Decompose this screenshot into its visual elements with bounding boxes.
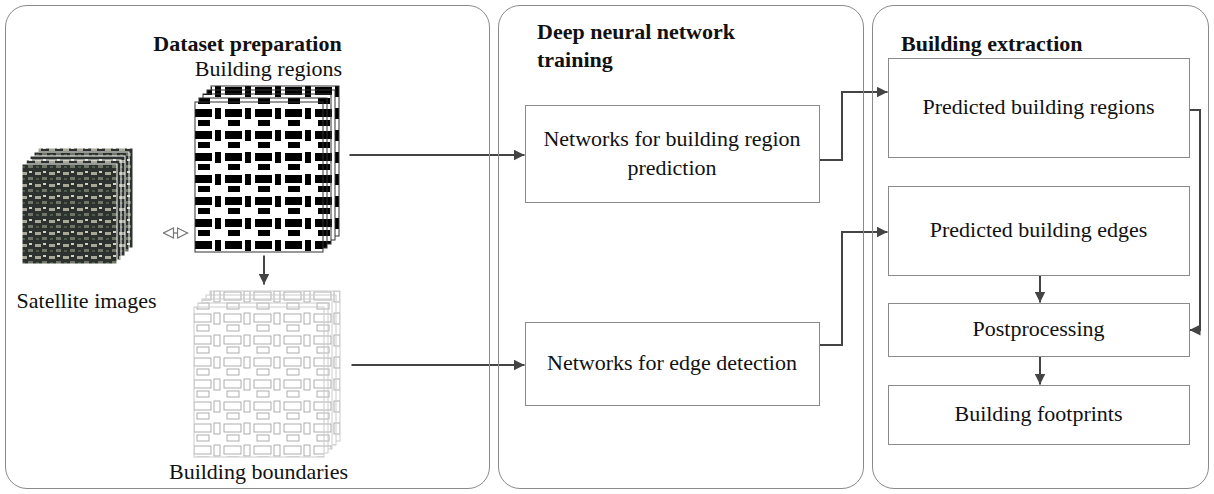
process-box: Networks for building region prediction: [525, 105, 820, 203]
building-region-stack: [193, 84, 345, 256]
box-text: Predicted building regions: [922, 93, 1154, 122]
flow-arrow: [263, 256, 265, 285]
image-stack: Satellite images: [10, 146, 164, 314]
process-box: Predicted building edges: [888, 186, 1190, 276]
process-box: Networks for edge detection: [525, 322, 820, 406]
box-text: Networks for edge detection: [547, 349, 797, 378]
flow-arrow: [820, 232, 888, 345]
stage-panel: Dataset preparationSatellite imagesBuild…: [5, 5, 490, 489]
image-stack: Building regions: [188, 56, 350, 256]
image-stack: Building boundaries: [166, 285, 352, 485]
box-text: Building footprints: [954, 400, 1122, 429]
image-caption: Building boundaries: [166, 459, 352, 485]
process-box: Postprocessing: [888, 303, 1190, 357]
panel-heading: Building extraction: [901, 30, 1083, 58]
box-text: Predicted building edges: [930, 216, 1148, 245]
panel-heading: Dataset preparation: [6, 30, 489, 58]
image-caption: Building regions: [188, 56, 350, 82]
correspondence-arrow: [164, 232, 188, 233]
satellite-image-stack: [20, 146, 145, 271]
panel-heading: Deep neural network training: [537, 18, 777, 73]
stage-panel: Deep neural network trainingNetworks for…: [498, 5, 864, 489]
image-caption: Satellite images: [10, 288, 164, 314]
stage-panel: Building extractionPredicted building re…: [872, 5, 1209, 489]
building-boundary-stack: [192, 289, 347, 461]
box-text: Postprocessing: [973, 315, 1105, 344]
process-box: Predicted building regions: [888, 58, 1190, 158]
flow-arrow: [1190, 110, 1201, 330]
box-text: Networks for building region prediction: [540, 125, 805, 182]
flow-arrow: [820, 92, 888, 160]
flow-arrow: [1039, 357, 1041, 385]
process-box: Building footprints: [888, 385, 1190, 445]
flow-arrow: [1039, 276, 1041, 303]
